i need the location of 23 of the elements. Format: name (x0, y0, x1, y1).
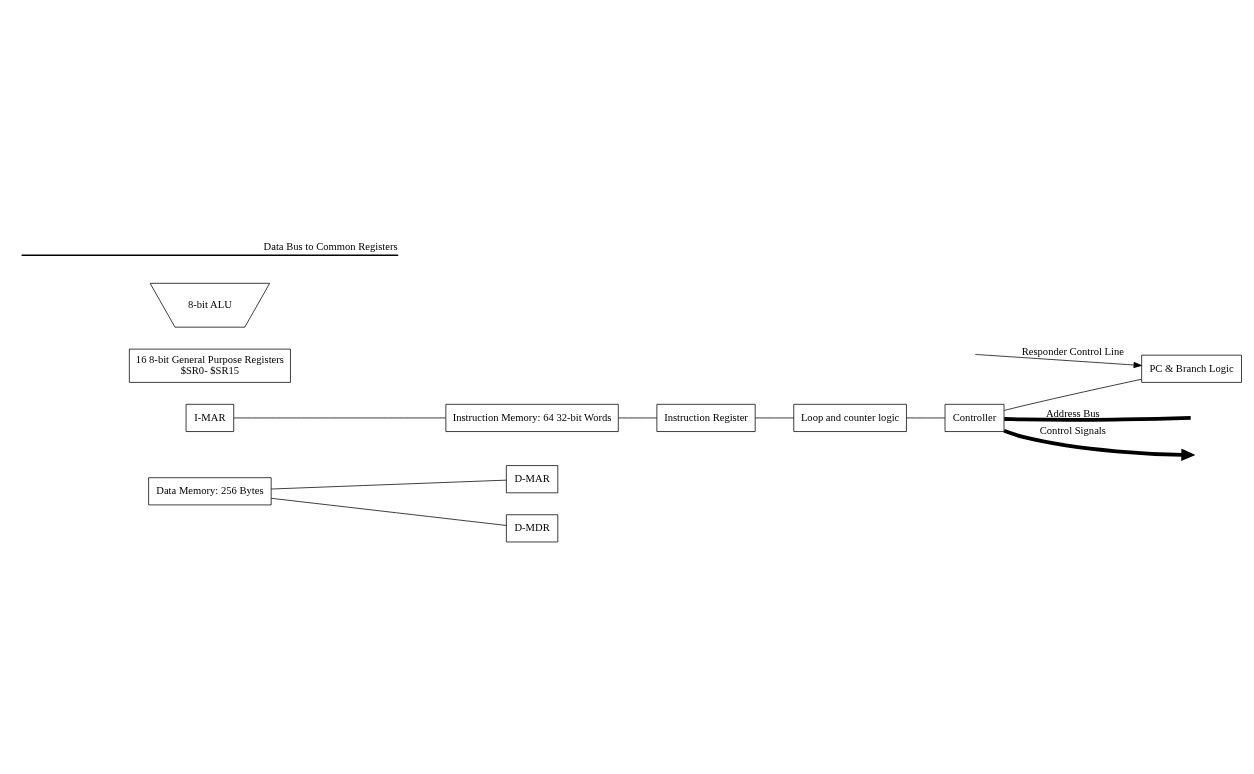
edge-label: Address Bus (1045, 407, 1100, 419)
connector (1003, 378, 1142, 411)
node-box: Instruction Register (656, 403, 756, 432)
connector (270, 479, 507, 489)
node-box: PC & Branch Logic (1141, 354, 1242, 383)
connector (754, 417, 795, 418)
edge-label: Control Signals (1039, 424, 1106, 436)
node-box: Instruction Memory: 64 32-bit Words (445, 403, 619, 432)
node-box: D-MDR (506, 513, 559, 542)
connector (1004, 415, 1191, 422)
node-box: D-MAR (506, 464, 559, 493)
connector (270, 497, 507, 526)
arrow (1003, 428, 1196, 461)
connector (618, 417, 658, 418)
node-box: Controller (944, 403, 1005, 432)
arrow (974, 353, 1142, 368)
node-box: I-MAR (185, 403, 235, 432)
label: Data Bus to Common Registers (263, 240, 398, 252)
node-box: 16 8-bit General Purpose Registers $SR0- $SR15 (128, 348, 291, 383)
node-box: Data Memory: 256 Bytes (148, 476, 272, 505)
connector (906, 417, 946, 418)
edge-label: Responder Control Line (1021, 345, 1124, 357)
node-box: Loop and counter logic (793, 403, 907, 432)
